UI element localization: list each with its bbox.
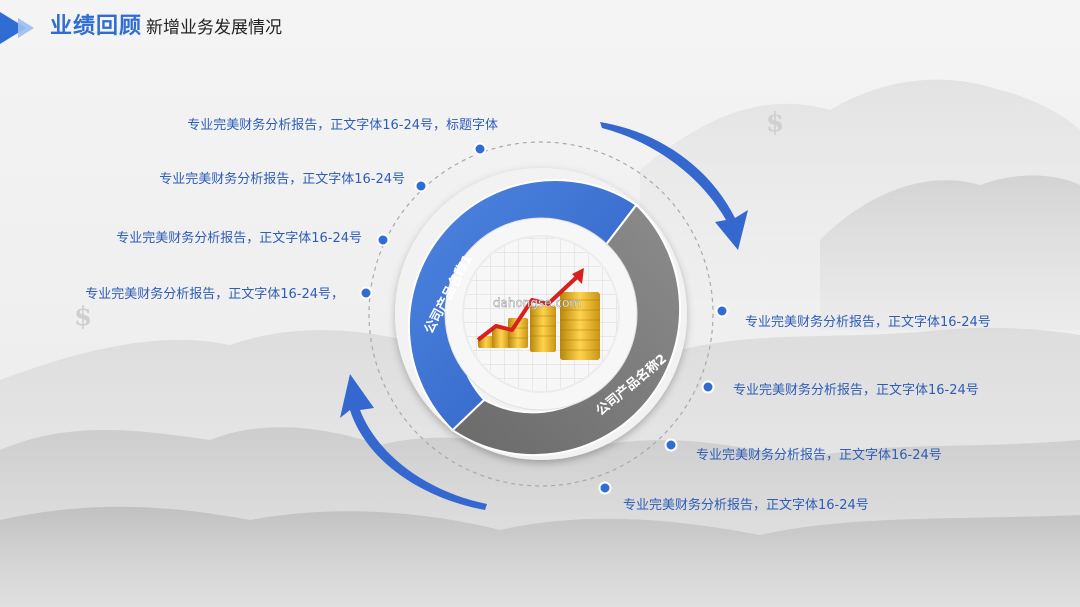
right-item-2-dot <box>701 380 715 394</box>
right-item-4-dot <box>598 481 612 495</box>
left-item-3: 专业完美财务分析报告，正文字体16-24号 <box>116 231 362 246</box>
left-item-4: 专业完美财务分析报告，正文字体16-24号， <box>85 287 344 302</box>
page-subtitle: 新增业务发展情况 <box>146 18 282 38</box>
center-watermark: dahongse.com <box>493 296 581 310</box>
left-item-4-dot <box>359 286 373 300</box>
left-item-1: 专业完美财务分析报告，正文字体16-24号，标题字体 <box>187 118 498 133</box>
left-item-2-dot <box>414 179 428 193</box>
right-item-3: 专业完美财务分析报告，正文字体16-24号 <box>696 448 942 463</box>
left-item-1-dot <box>473 142 487 156</box>
coins-growth-icon <box>476 268 600 360</box>
right-item-1-dot <box>715 304 729 318</box>
right-item-2: 专业完美财务分析报告，正文字体16-24号 <box>733 383 979 398</box>
curved-arrow-top-right-icon <box>600 122 748 250</box>
dashed-orbit <box>368 141 714 487</box>
right-item-3-dot <box>664 438 678 452</box>
page-title: 业绩回顾 <box>50 14 143 39</box>
left-item-2: 专业完美财务分析报告，正文字体16-24号 <box>159 172 405 187</box>
right-item-4: 专业完美财务分析报告，正文字体16-24号 <box>623 498 869 513</box>
header-arrow-accent-icon <box>18 18 34 38</box>
dollar-icon: $ <box>74 302 93 332</box>
curved-arrow-bottom-left-icon <box>340 374 487 510</box>
right-item-1: 专业完美财务分析报告，正文字体16-24号 <box>745 315 991 330</box>
dollar-icon: $ <box>766 108 785 138</box>
header: 业绩回顾 新增业务发展情况 <box>0 0 600 46</box>
left-item-3-dot <box>376 233 390 247</box>
